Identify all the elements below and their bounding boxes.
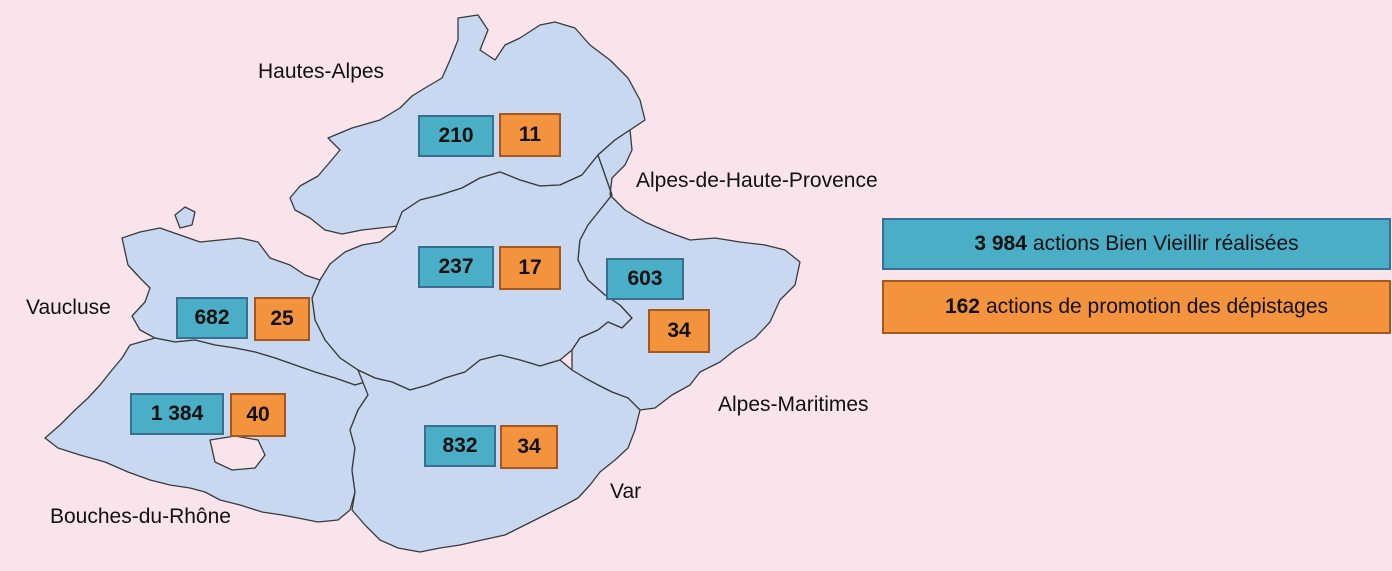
label-var: Var <box>610 480 642 503</box>
legend-depistages: 162 actions de promotion des dépistages <box>882 280 1391 334</box>
legend-depistages-text: actions de promotion des dépistages <box>985 295 1329 318</box>
label-vaucluse: Vaucluse <box>26 296 111 319</box>
legend-bien-vieillir-value: 3 984 <box>974 232 1027 255</box>
depistages-count-bouches-du-rhone: 40 <box>230 393 286 437</box>
legend-depistages-value: 162 <box>944 295 980 318</box>
depistages-count-hautes-alpes: 11 <box>499 113 561 157</box>
legend-bien-vieillir: 3 984 actions Bien Vieillir réalisées <box>882 218 1391 270</box>
depistages-count-vaucluse: 25 <box>254 297 310 341</box>
legend-bien-vieillir-text: actions Bien Vieillir réalisées <box>1032 232 1299 255</box>
bien-vieillir-count-alpes-de-haute-provence: 237 <box>418 246 494 288</box>
depistages-count-var: 34 <box>500 425 558 469</box>
bien-vieillir-count-vaucluse: 682 <box>176 297 248 339</box>
label-hautes-alpes: Hautes-Alpes <box>258 60 385 83</box>
bien-vieillir-count-bouches-du-rhone: 1 384 <box>130 393 224 435</box>
depistages-count-alpes-maritimes: 34 <box>648 309 710 353</box>
bien-vieillir-count-hautes-alpes: 210 <box>418 115 494 157</box>
label-alpes-maritimes: Alpes-Maritimes <box>718 393 869 416</box>
depistages-count-alpes-de-haute-provence: 17 <box>499 246 561 290</box>
label-alpes-de-haute-provence: Alpes-de-Haute-Provence <box>636 169 878 192</box>
bien-vieillir-count-var: 832 <box>424 425 496 467</box>
region-vaucluse-enclave <box>174 206 196 229</box>
bien-vieillir-count-alpes-maritimes: 603 <box>606 258 684 300</box>
region-alpes-maritimes <box>571 129 801 411</box>
label-bouches-du-rhone: Bouches-du-Rhône <box>50 505 231 528</box>
